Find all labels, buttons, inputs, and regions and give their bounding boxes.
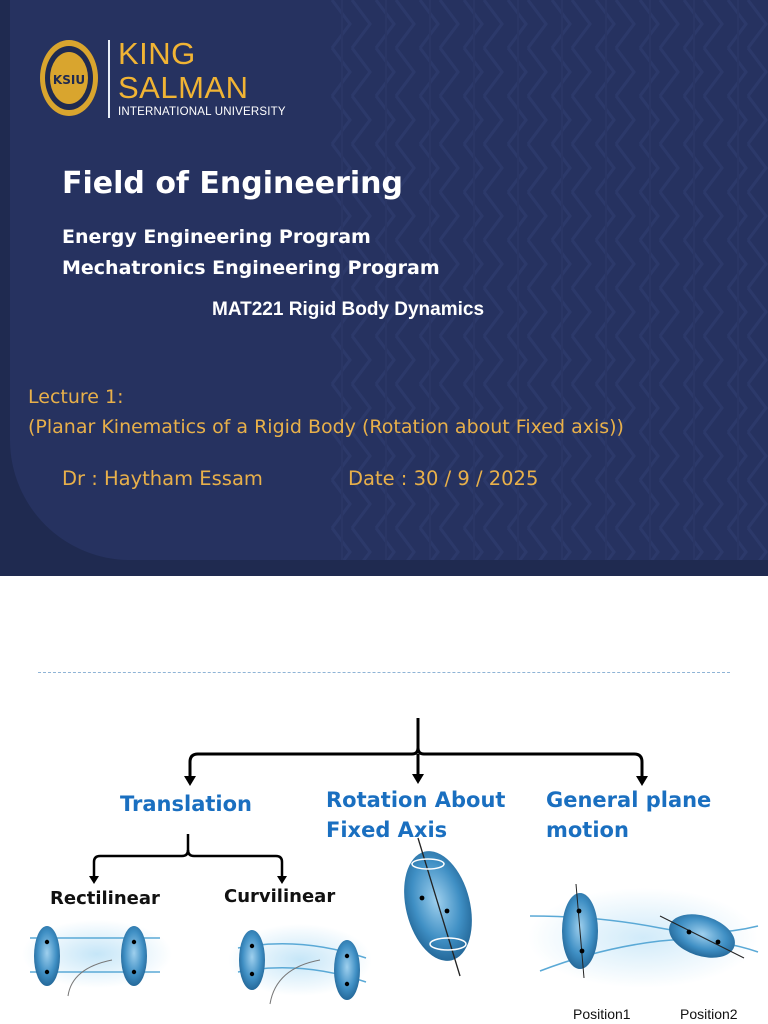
- rotation-figure: [404, 837, 472, 977]
- rectilinear-figure: [22, 920, 172, 997]
- title-slide: KSIU KING SALMAN INTERNATIONAL UNIVERSIT…: [0, 0, 768, 576]
- brace-arrowheads: [184, 774, 648, 786]
- heading-translation: Translation: [120, 792, 252, 816]
- lecture-title: (Planar Kinematics of a Rigid Body (Rota…: [28, 416, 624, 438]
- heading-rotation-line1: Rotation About: [326, 788, 506, 812]
- zigzag-pattern: [328, 0, 768, 576]
- subheading-rectilinear: Rectilinear: [50, 888, 160, 909]
- brand-line-king: KING: [118, 36, 196, 71]
- heading-rotation-line2: Fixed Axis: [326, 818, 448, 842]
- brand-line-salman: SALMAN: [118, 70, 249, 105]
- heading-general-line2: motion: [546, 818, 629, 842]
- brand-line-university: INTERNATIONAL UNIVERSITY: [118, 106, 286, 118]
- program-energy: Energy Engineering Program: [62, 226, 371, 248]
- subheading-curvilinear: Curvilinear: [224, 886, 336, 907]
- translation-brace: [92, 834, 284, 880]
- motion-types-slide: Translation Rotation About Fixed Axis Ge…: [0, 576, 768, 1024]
- lecture-label: Lecture 1:: [28, 386, 124, 408]
- svg-text:KSIU: KSIU: [53, 73, 85, 87]
- heading-general-plane: General plane motion: [546, 785, 711, 845]
- heading-general-line1: General plane: [546, 788, 712, 812]
- university-seal-icon: KSIU: [40, 40, 98, 116]
- motion-tree-diagram: [22, 718, 759, 1005]
- lecture-date: Date : 30 / 9 / 2025: [348, 467, 539, 490]
- main-brace: [188, 718, 644, 782]
- program-mechatronics: Mechatronics Engineering Program: [62, 257, 440, 279]
- label-position2: Position2: [680, 1006, 738, 1022]
- field-title: Field of Engineering: [62, 166, 404, 201]
- label-position1: Position1: [573, 1006, 631, 1022]
- general-plane-figure: [528, 883, 759, 988]
- dashed-divider: [38, 672, 730, 673]
- lecturer-name: Dr : Haytham Essam: [62, 467, 263, 490]
- curvilinear-figure: [228, 924, 372, 1005]
- course-title: MAT221 Rigid Body Dynamics: [212, 299, 485, 320]
- heading-rotation: Rotation About Fixed Axis: [326, 785, 505, 845]
- bottom-band: [0, 560, 768, 576]
- logo-divider: [108, 40, 110, 118]
